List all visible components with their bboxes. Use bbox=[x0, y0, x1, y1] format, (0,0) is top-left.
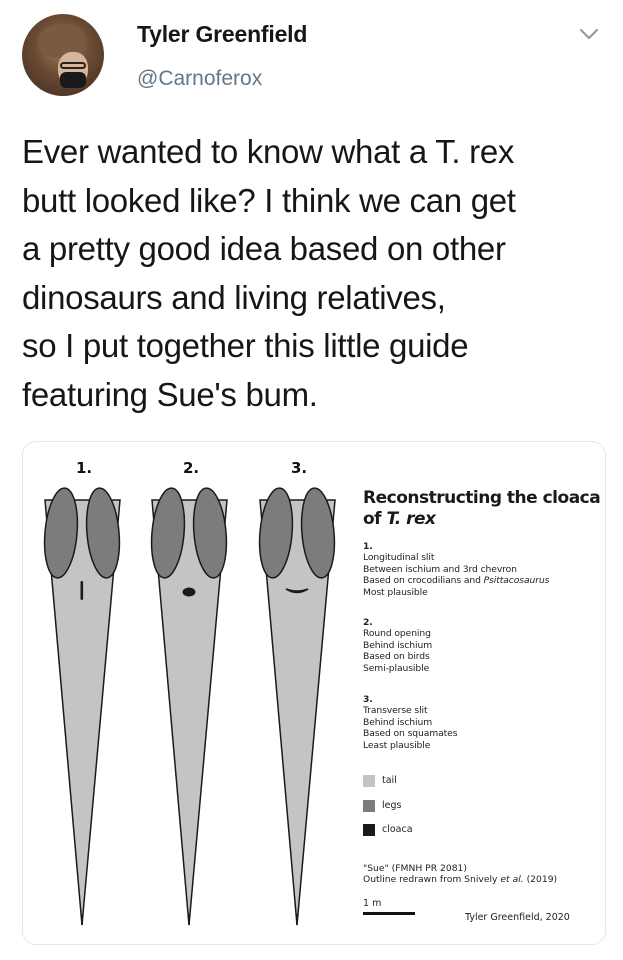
chevron-down-icon[interactable] bbox=[578, 26, 600, 42]
option-number: 1. bbox=[363, 541, 373, 552]
tweet-text-line: a pretty good idea based on other bbox=[22, 230, 506, 267]
option-line: Based on crocodilians and Psittacosaurus bbox=[363, 575, 549, 586]
user-handle[interactable]: @Carnoferox bbox=[137, 67, 263, 90]
cloaca-diagram bbox=[43, 487, 336, 926]
option-line: Transverse slit bbox=[363, 705, 428, 717]
leg-right-1 bbox=[85, 487, 121, 579]
option-2-description: 2. Round opening Behind ischium Based on… bbox=[363, 617, 432, 674]
avatar-glasses-shape bbox=[60, 62, 86, 69]
source-specimen: "Sue" (FMNH PR 2081) bbox=[363, 863, 467, 874]
figure-credit: Tyler Greenfield, 2020 bbox=[465, 912, 570, 923]
leg-left-1 bbox=[43, 487, 79, 579]
figure-title-italic: T. rex bbox=[386, 509, 436, 529]
option-line: Between ischium and 3rd chevron bbox=[363, 563, 517, 575]
option-line: Behind ischium bbox=[363, 639, 433, 651]
tweet-text-line: Ever wanted to know what a T. rex bbox=[22, 133, 515, 170]
option-line: Based on squamates bbox=[363, 728, 458, 740]
option-line: Semi-plausible bbox=[363, 662, 430, 674]
option-basis-italic: Psittacosaurus bbox=[483, 575, 550, 587]
tweet-text-line: so I put together this little guide bbox=[22, 327, 469, 364]
cloaca-3 bbox=[285, 588, 309, 594]
cloaca-2 bbox=[182, 587, 196, 597]
scale-bar bbox=[363, 912, 415, 915]
legend-label: tail bbox=[382, 775, 397, 786]
source-ref-suffix: (2019) bbox=[523, 874, 558, 886]
leg-right-2 bbox=[192, 487, 228, 579]
source-ref-prefix: Outline redrawn from Snively bbox=[363, 874, 501, 886]
cloaca-1 bbox=[80, 581, 84, 600]
tweet-body: Ever wanted to know what a T. rex butt l… bbox=[22, 128, 612, 419]
option-1-description: 1. Longitudinal slit Between ischium and… bbox=[363, 541, 549, 598]
scale-label: 1 m bbox=[363, 898, 382, 909]
option-line: Most plausible bbox=[363, 586, 428, 598]
legend-swatch bbox=[363, 775, 375, 787]
option-basis: Based on crocodilians and bbox=[363, 575, 484, 587]
option-number: 2. bbox=[363, 617, 373, 628]
tweet-text-line: featuring Sue's bum. bbox=[22, 375, 318, 413]
tweet-header: Tyler Greenfield @Carnoferox bbox=[0, 0, 623, 110]
leg-left-2 bbox=[150, 487, 186, 579]
figure-title-line1: Reconstructing the cloaca bbox=[363, 488, 601, 508]
option-line: Longitudinal slit bbox=[363, 552, 435, 564]
figure-title-prefix: of bbox=[363, 509, 387, 529]
legend-label: cloaca bbox=[382, 824, 413, 835]
source-reference: Outline redrawn from Snively et al. (201… bbox=[363, 874, 557, 885]
option-line: Least plausible bbox=[363, 739, 431, 751]
legend-swatch bbox=[363, 800, 375, 812]
tweet-text-line: butt looked like? I think we can get bbox=[22, 181, 516, 219]
figure-title: Reconstructing the cloaca of T. rex bbox=[363, 488, 601, 530]
user-avatar[interactable] bbox=[22, 14, 104, 96]
leg-right-3 bbox=[300, 487, 336, 579]
source-ref-italic: et al. bbox=[500, 874, 524, 886]
option-3-description: 3. Transverse slit Behind ischium Based … bbox=[363, 694, 457, 751]
figure-title-line2: of T. rex bbox=[363, 509, 600, 530]
option-line: Based on birds bbox=[363, 651, 430, 663]
tail-outline-3 bbox=[259, 499, 336, 926]
tweet-text-line: dinosaurs and living relatives, bbox=[22, 278, 446, 316]
option-number: 3. bbox=[363, 694, 373, 705]
option-line: Behind ischium bbox=[363, 716, 433, 728]
tail-outline-2 bbox=[151, 499, 228, 926]
option-line: Round opening bbox=[363, 628, 431, 640]
tweet-media-image[interactable]: 1. 2. 3. Reconstructing the cloaca of T.… bbox=[22, 441, 606, 945]
figure-source: "Sue" (FMNH PR 2081) Outline redrawn fro… bbox=[363, 863, 557, 886]
column-label-3: 3. bbox=[291, 459, 308, 477]
tail-outline-1 bbox=[44, 499, 121, 926]
user-display-name[interactable]: Tyler Greenfield bbox=[137, 21, 308, 47]
legend-label: legs bbox=[382, 800, 402, 811]
leg-left-3 bbox=[258, 487, 294, 579]
avatar-mask-shape bbox=[60, 72, 86, 88]
legend-swatch bbox=[363, 824, 375, 836]
column-label-2: 2. bbox=[183, 459, 200, 477]
column-label-1: 1. bbox=[76, 459, 93, 477]
